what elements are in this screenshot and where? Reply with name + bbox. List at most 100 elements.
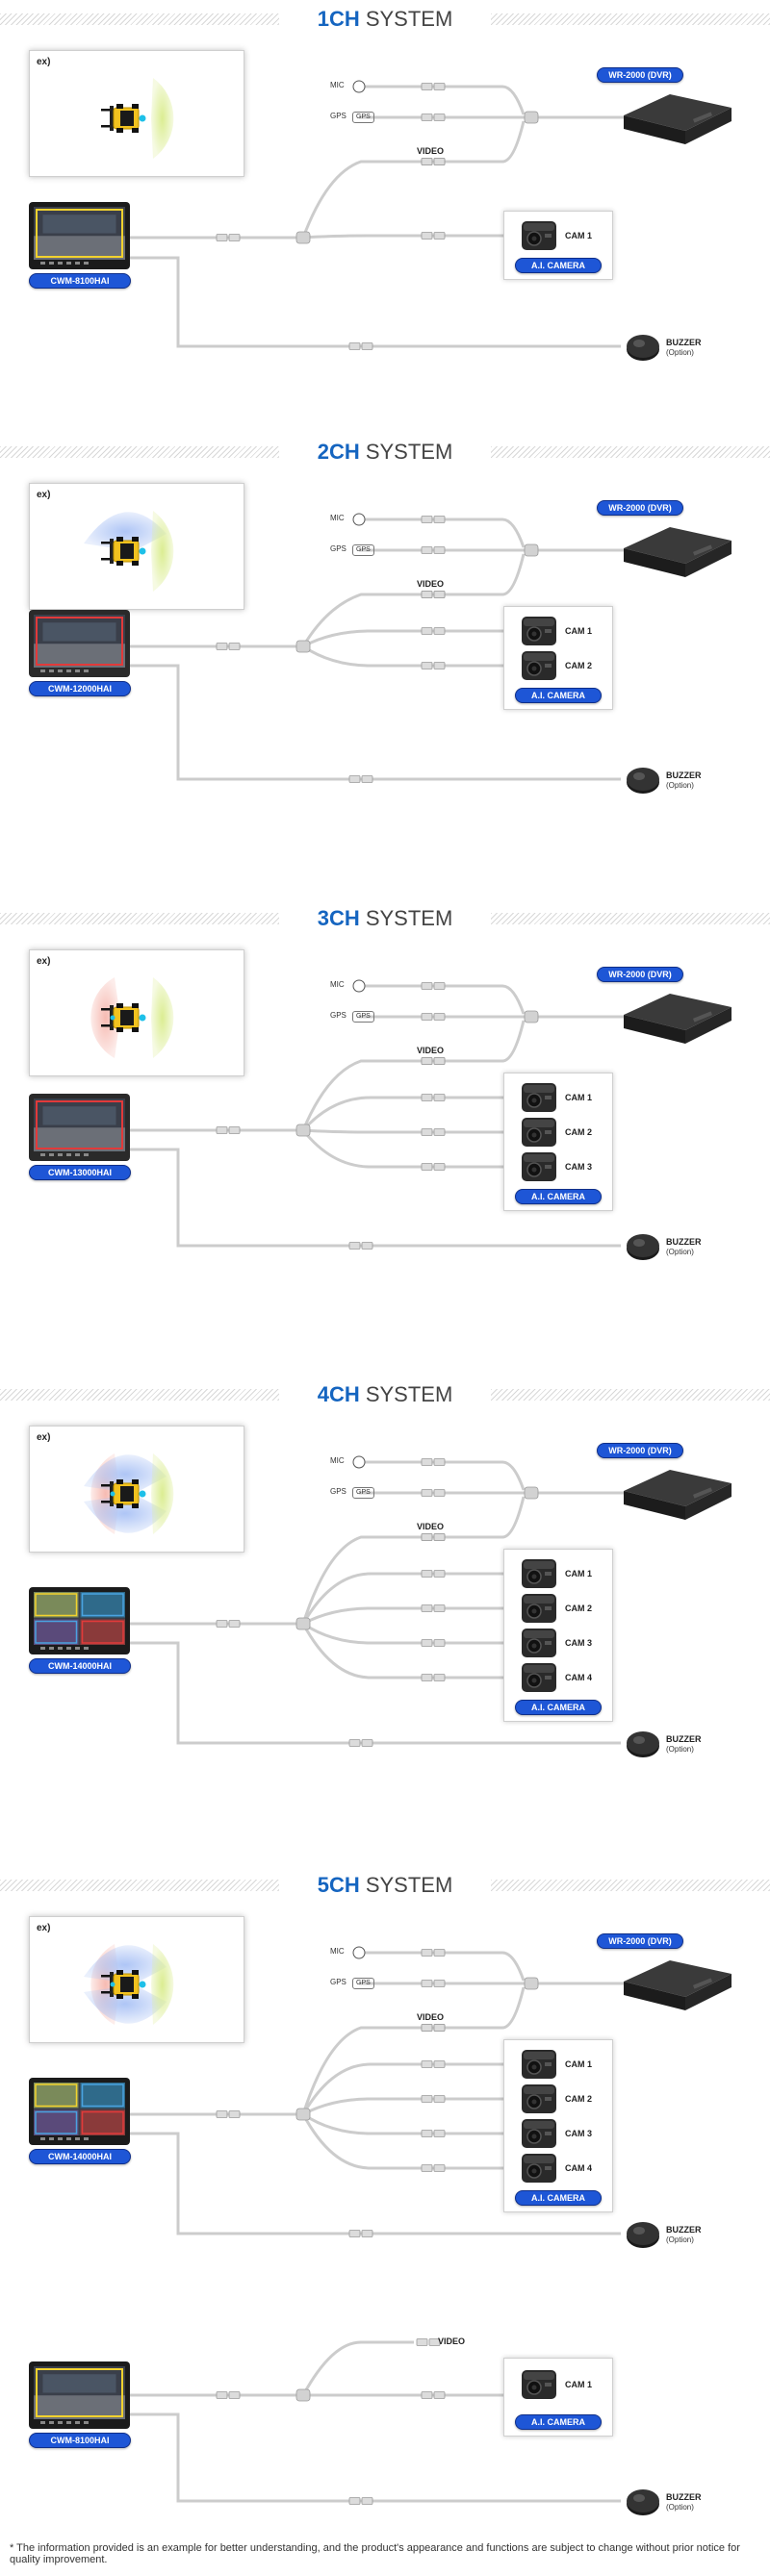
example-label: ex) (37, 1432, 51, 1443)
section-header: 5CH SYSTEM (0, 1874, 770, 1897)
cable-connector (433, 1570, 446, 1578)
header-hatch-left (0, 13, 279, 25)
monitor-model-badge: CWM-12000HAI (29, 681, 131, 696)
cable-line (301, 2026, 404, 2115)
cable-line (130, 2412, 621, 2503)
cable-line (301, 1059, 404, 1131)
channel-count: 1CH (317, 7, 360, 31)
cable-line (302, 1128, 520, 1134)
junction-hub (295, 1617, 311, 1630)
example-illustration-box: ex) (29, 483, 244, 610)
cable-line (302, 2097, 520, 2116)
section-header: 2CH SYSTEM (0, 441, 770, 464)
cable-connector (433, 2060, 446, 2068)
cable-line (301, 2062, 520, 2115)
cable-connector (228, 234, 241, 241)
cable-connector (361, 1242, 373, 1250)
junction-hub (295, 640, 311, 653)
mic-icon (352, 513, 366, 526)
wiring-diagram (29, 979, 732, 1260)
cable-connector (433, 546, 446, 554)
cable-line (404, 1020, 526, 1063)
cable-connector (348, 1739, 361, 1747)
camera-label: CAM 1 (565, 626, 593, 636)
junction-hub (295, 1124, 311, 1137)
cable-line (301, 1623, 520, 1679)
system-word: SYSTEM (359, 1382, 453, 1406)
monitor-model-badge: CWM-8100HAI (29, 2433, 131, 2448)
channel-count: 3CH (317, 906, 360, 930)
cable-connector (361, 775, 373, 783)
camera-label: CAM 1 (565, 231, 593, 240)
monitor-icon (29, 1094, 130, 1161)
junction-hub (524, 1977, 539, 1990)
junction-hub (295, 2108, 311, 2121)
cable-connector (228, 2110, 241, 2118)
junction-hub (524, 1486, 539, 1500)
wiring-diagram (29, 1946, 732, 2248)
mic-icon (352, 80, 366, 93)
example-illustration-box: ex) (29, 949, 244, 1076)
cable-connector (216, 643, 228, 650)
header-hatch-left (0, 913, 279, 924)
buzzer-icon (627, 1234, 659, 1260)
mic-label: MIC (330, 514, 345, 522)
header-hatch-left (0, 1880, 279, 1891)
camera-label: CAM 1 (565, 2059, 593, 2069)
example-label: ex) (37, 956, 51, 967)
camera-icon (522, 1594, 556, 1623)
cable-connector (421, 1057, 433, 1065)
forklift-coverage-illustration (90, 977, 174, 1058)
dvr-device-icon (624, 1960, 732, 2010)
monitor-icon (29, 1587, 130, 1654)
section-title: 2CH SYSTEM (0, 441, 770, 464)
buzzer-option-label: (Option) (666, 2235, 694, 2244)
cable-connector (421, 2060, 433, 2068)
junction-hub (295, 231, 311, 244)
cable-connector (361, 342, 373, 350)
system-word: SYSTEM (359, 7, 453, 31)
cable-line (301, 1572, 520, 1625)
camera-icon (522, 2050, 556, 2079)
buzzer-label: BUZZER (666, 2225, 702, 2235)
cable-connector (421, 1163, 433, 1171)
wiring-diagram (29, 80, 732, 361)
gps-tag: GPS (352, 112, 374, 123)
cable-line (130, 1148, 621, 1248)
cable-connector (421, 158, 433, 165)
cable-connector (421, 982, 433, 990)
cable-connector (433, 114, 446, 121)
ai-camera-badge: A.I. CAMERA (515, 1189, 602, 1204)
dvr-badge: WR-2000 (DVR) (597, 1443, 683, 1458)
section-title: 1CH SYSTEM (0, 8, 770, 31)
section-title: 3CH SYSTEM (0, 907, 770, 930)
cable-connector (421, 1013, 433, 1021)
camera-label: CAM 4 (565, 1673, 593, 1682)
cable-connector (421, 1128, 433, 1136)
buzzer-option-label: (Option) (666, 1248, 694, 1256)
video-label: VIDEO (417, 1046, 445, 1055)
cable-connector (433, 1094, 446, 1101)
wiring-diagram (29, 2338, 659, 2515)
cable-connector (216, 2110, 228, 2118)
section-title: 5CH SYSTEM (0, 1874, 770, 1897)
example-label: ex) (37, 490, 51, 500)
cable-connector (421, 1980, 433, 1987)
cable-connector (433, 1674, 446, 1681)
example-illustration-box: ex) (29, 50, 244, 177)
cable-connector (433, 83, 446, 90)
cable-line (301, 593, 404, 647)
junction-hub (524, 111, 539, 124)
cable-connector (421, 232, 433, 240)
gps-tag: GPS (352, 1487, 374, 1499)
cable-connector (433, 2095, 446, 2103)
header-hatch-right (491, 1389, 770, 1401)
gps-tag: GPS (352, 544, 374, 556)
forklift-coverage-illustration (84, 511, 174, 592)
cable-line (501, 984, 526, 1015)
cable-line (301, 1129, 520, 1169)
